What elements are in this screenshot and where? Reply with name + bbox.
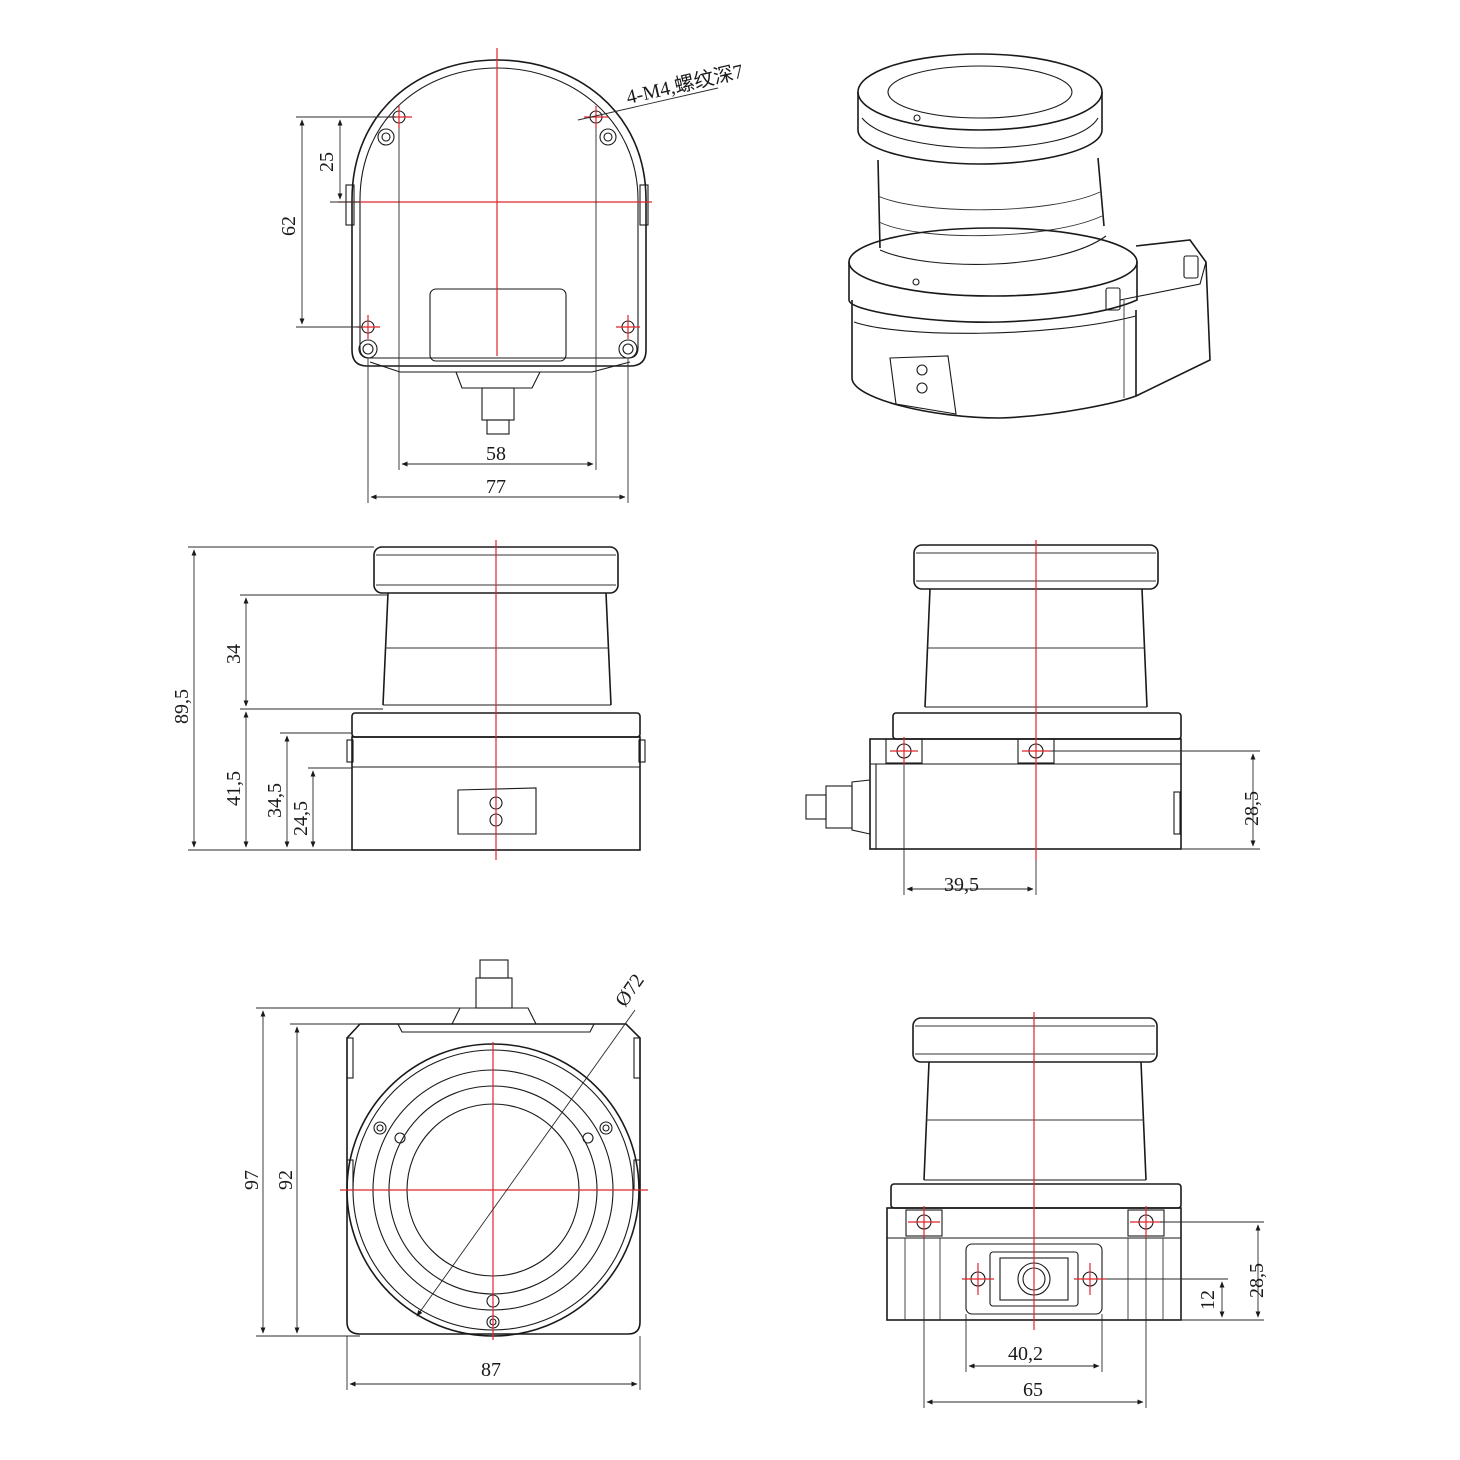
dim-25: 25 (316, 152, 338, 172)
dim-77: 77 (486, 476, 506, 498)
dim-58: 58 (486, 443, 506, 465)
dim-34: 34 (223, 644, 245, 664)
mount-hole (358, 110, 638, 359)
dim-24-5: 24,5 (290, 801, 312, 836)
dim-97: 97 (241, 1170, 263, 1190)
dim-28-5-side: 28,5 (1241, 791, 1263, 826)
side-view: 28,5 39,5 (805, 540, 1263, 896)
dim-39-5: 39,5 (944, 874, 979, 896)
back-view: 28,5 12 40,2 65 (886, 1012, 1268, 1408)
dim-62: 62 (278, 216, 300, 236)
dim-65: 65 (1023, 1379, 1043, 1401)
dim-34-5: 34,5 (264, 783, 286, 818)
dim-phi72: Ø72 (611, 970, 649, 1011)
front-view: 89,5 34 41,5 34,5 24,5 (171, 540, 646, 860)
dim-41-5: 41,5 (223, 771, 245, 806)
dim-92: 92 (275, 1170, 297, 1190)
isometric-view (848, 53, 1211, 419)
dim-87: 87 (481, 1359, 501, 1381)
thread-note: 4-M4,螺纹深7 (624, 60, 746, 109)
dim-28-5-back: 28,5 (1246, 1263, 1268, 1298)
top-view: 4-M4,螺纹深7 25 62 58 77 (278, 48, 746, 503)
dim-12: 12 (1197, 1290, 1219, 1310)
bottom-view: Ø72 97 92 87 (241, 959, 649, 1390)
dim-40-2: 40,2 (1008, 1343, 1043, 1365)
dim-89-5: 89,5 (171, 689, 193, 724)
